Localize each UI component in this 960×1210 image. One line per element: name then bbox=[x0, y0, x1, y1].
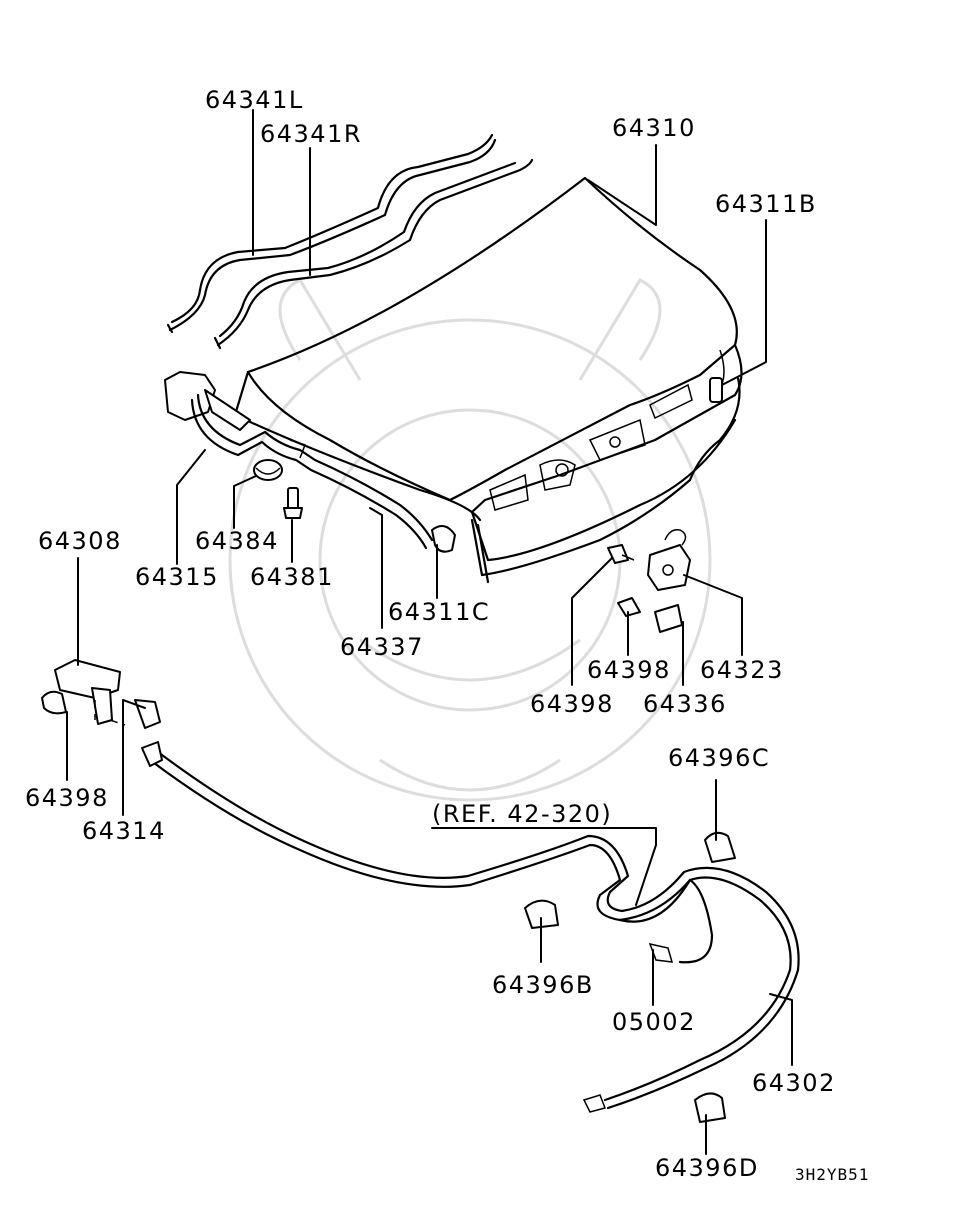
cable-clip-64396b bbox=[524, 899, 559, 929]
label-64398-latch-upper: 64398 bbox=[530, 690, 614, 718]
bumper-rubber bbox=[431, 525, 456, 553]
cable-clip-64396c bbox=[704, 831, 736, 863]
label-64337: 64337 bbox=[340, 633, 424, 661]
hood-weatherstrip bbox=[470, 376, 741, 584]
hood-latch bbox=[607, 528, 691, 633]
release-cable bbox=[141, 741, 800, 1113]
diagram-code: 3H2YB51 bbox=[795, 1165, 869, 1184]
leader-lines bbox=[66, 109, 793, 1155]
label-ref-42-320: (REF. 42-320) bbox=[432, 800, 612, 828]
label-64336: 64336 bbox=[643, 690, 727, 718]
label-64323: 64323 bbox=[700, 656, 784, 684]
label-64341r: 64341R bbox=[260, 120, 362, 148]
label-64314: 64314 bbox=[82, 817, 166, 845]
part-labels: 64341L 64341R 64310 64311B 64308 64384 6… bbox=[25, 86, 869, 1184]
watermark-emblem bbox=[228, 278, 712, 802]
label-64384: 64384 bbox=[195, 527, 279, 555]
label-64310: 64310 bbox=[612, 114, 696, 142]
label-64311c: 64311C bbox=[388, 598, 490, 626]
label-64398-latch-lower: 64398 bbox=[587, 656, 671, 684]
label-64341l: 64341L bbox=[205, 86, 304, 114]
label-64308: 64308 bbox=[38, 527, 122, 555]
label-64396c: 64396C bbox=[668, 744, 770, 772]
label-64398-lever: 64398 bbox=[25, 784, 109, 812]
bumper-stop bbox=[253, 459, 283, 481]
label-64311b: 64311B bbox=[715, 190, 817, 218]
label-64302: 64302 bbox=[752, 1069, 836, 1097]
cable-clip-64396d bbox=[694, 1092, 726, 1123]
label-64396d: 64396D bbox=[655, 1154, 759, 1182]
label-05002: 05002 bbox=[612, 1008, 696, 1036]
label-64381: 64381 bbox=[250, 563, 334, 591]
hood-hinge bbox=[164, 371, 434, 550]
hood-support-rods bbox=[166, 133, 534, 350]
label-64315: 64315 bbox=[135, 563, 219, 591]
label-64396b: 64396B bbox=[492, 971, 594, 999]
bumper-adjuster bbox=[283, 487, 303, 519]
release-lever bbox=[41, 659, 161, 729]
